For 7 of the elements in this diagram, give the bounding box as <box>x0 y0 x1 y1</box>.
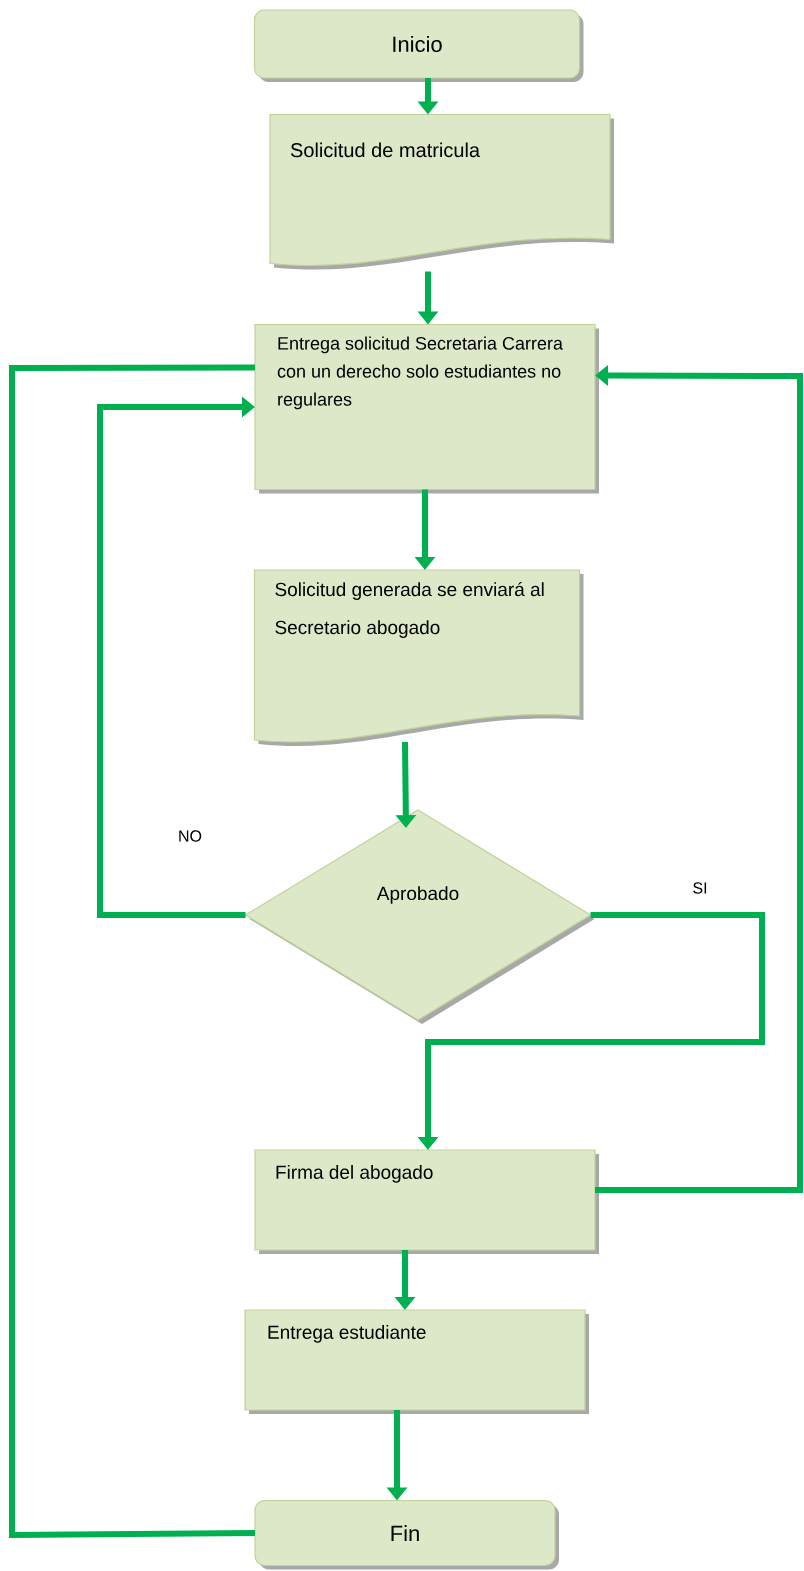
edge-label: SI <box>690 880 710 896</box>
process-box: Entrega estudiante <box>244 1309 589 1414</box>
terminator-box: Fin <box>254 1499 559 1570</box>
process-box: Entrega solicitud Secretaria Carrera con un derecho solo estudiantes no regulares <box>254 323 599 494</box>
process-box: Firma del abogado <box>254 1149 599 1254</box>
terminator-box: Inicio <box>253 9 584 82</box>
edge-label: NO <box>176 828 204 844</box>
